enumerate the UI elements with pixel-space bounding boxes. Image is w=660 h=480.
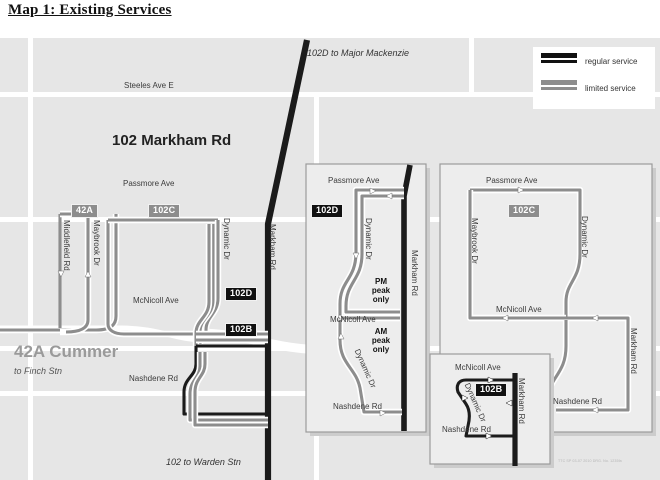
note-pm-peak-only: PM peak only — [366, 277, 396, 305]
legend-label-limited: limited service — [585, 84, 636, 93]
badge-102c-inset[interactable]: 102C — [508, 204, 541, 218]
badge-102d-inset[interactable]: 102D — [311, 204, 344, 218]
label-north-terminus: 102D to Major Mackenzie — [307, 48, 410, 58]
inset-102c-panel — [439, 163, 656, 436]
inset-102b-panel — [429, 353, 554, 468]
regular-service-swatch — [541, 53, 577, 63]
route-42a-cummer — [0, 214, 118, 332]
label-mcnicoll-ave-102c: McNicoll Ave — [496, 305, 542, 314]
label-102-markham-rd: 102 Markham Rd — [112, 132, 232, 149]
label-passmore-ave-102d: Passmore Ave — [328, 176, 380, 185]
note-am-line2: peak — [371, 335, 391, 345]
label-maybrook-dr-main: Maybrook Dr — [92, 220, 101, 266]
note-am-line3: only — [372, 344, 390, 354]
badge-102b-main[interactable]: 102B — [225, 323, 258, 337]
label-mcnicoll-ave-102b: McNicoll Ave — [455, 363, 501, 372]
label-mcnicoll-ave-main: McNicoll Ave — [133, 296, 179, 305]
route-102d-inset-pm — [338, 188, 404, 320]
legend-label-regular: regular service — [585, 57, 638, 66]
label-steeles-ave-e: Steeles Ave E — [124, 81, 174, 90]
label-markham-rd-102c: Markham Rd — [629, 328, 638, 374]
route-102b-main-loop — [182, 346, 268, 416]
label-passmore-ave-102c: Passmore Ave — [486, 176, 538, 185]
route-102-markham-trunk — [264, 39, 311, 480]
label-markham-rd-102d: Markham Rd — [410, 250, 419, 296]
label-nashdene-rd-102b: Nashdene Rd — [442, 425, 491, 434]
label-42a-cummer-sub: to Finch Stn — [14, 366, 63, 376]
route-102d-inset-am — [338, 320, 402, 414]
badge-102b-inset[interactable]: 102B — [475, 383, 508, 397]
label-markham-rd-main: Markham Rd — [268, 224, 277, 270]
label-nashdene-rd-102d: Nashdene Rd — [333, 402, 382, 411]
label-nashdene-rd-main: Nashdene Rd — [129, 374, 178, 383]
note-am-peak-only: AM peak only — [366, 327, 396, 355]
limited-service-swatch — [541, 80, 577, 90]
route-102b-inset — [455, 378, 515, 438]
badge-42a-main[interactable]: 42A — [71, 204, 99, 218]
label-maybrook-dr-102c: Maybrook Dr — [470, 218, 479, 264]
badge-102c-main[interactable]: 102C — [148, 204, 181, 218]
label-dynamic-dr-102d-north: Dynamic Dr — [364, 218, 373, 260]
label-nashdene-rd-102c: Nashdene Rd — [553, 397, 602, 406]
route-102c-inset — [470, 188, 630, 412]
main-map-routes — [0, 39, 311, 480]
label-passmore-ave-main: Passmore Ave — [123, 179, 175, 188]
route-102c-main — [106, 220, 196, 336]
note-am-line1: AM — [374, 327, 388, 336]
label-markham-rd-102b: Markham Rd — [517, 378, 526, 424]
note-pm-line2: peak — [371, 285, 391, 295]
label-south-terminus: 102 to Warden Stn — [166, 457, 241, 467]
label-mcnicoll-ave-102d: McNicoll Ave — [330, 315, 376, 324]
label-42a-cummer: 42A Cummer — [14, 342, 119, 361]
legend: regular service limited service — [533, 47, 655, 109]
page-title: Map 1: Existing Services — [8, 2, 172, 18]
badge-102d-main[interactable]: 102D — [225, 287, 258, 301]
label-middlefield-rd: Middlefield Rd — [62, 220, 71, 271]
label-dynamic-dr-main: Dynamic Dr — [222, 218, 231, 260]
note-pm-line3: only — [372, 294, 390, 304]
drawing-reference: TTC SP 03-07 2010 DRG. No. 1235fa — [558, 459, 622, 463]
note-pm-line1: PM — [375, 277, 387, 286]
label-dynamic-dr-102c: Dynamic Dr — [580, 216, 589, 258]
